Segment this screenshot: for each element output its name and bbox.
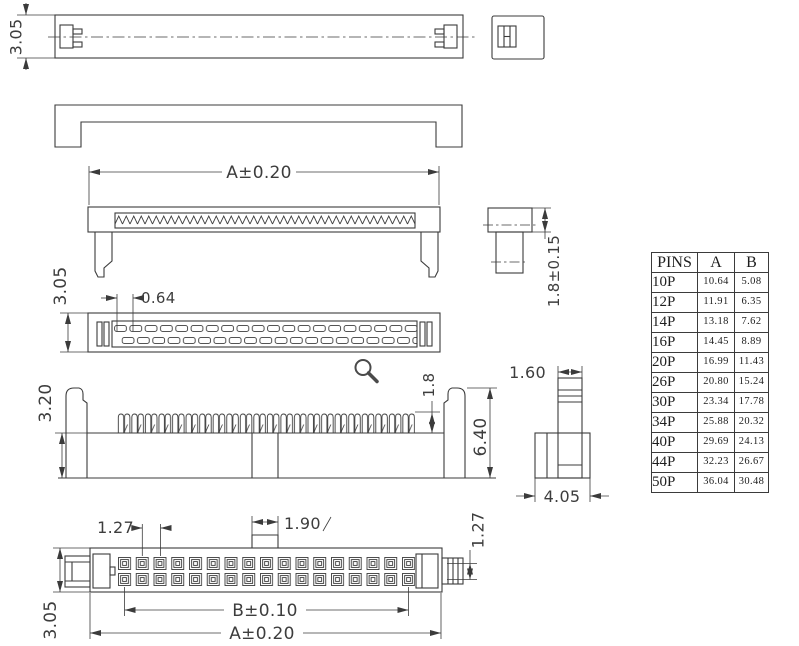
strain-relief-end-view: 1.60 4.05	[509, 363, 609, 506]
dim-bottom-width: A±0.20	[229, 624, 295, 644]
b-cell: 6.35	[734, 292, 769, 313]
dim-top-width: A±0.20	[226, 163, 292, 183]
table-row: 20P 16.99 11.43	[651, 352, 769, 373]
left-leg	[94, 232, 113, 278]
b-cell: 20.32	[734, 412, 769, 433]
col-pins: PINS	[651, 252, 698, 273]
col-a: A	[697, 252, 735, 273]
pins-cell: 14P	[651, 312, 698, 333]
a-cell: 29.69	[697, 432, 735, 453]
table-row: 50P 36.04 30.48	[651, 472, 769, 493]
b-cell: 24.13	[734, 432, 769, 453]
pin-table-header: PINS A B	[651, 252, 769, 273]
dim-clamp-slot: 1.8±0.15	[545, 235, 563, 307]
a-cell: 13.18	[697, 312, 735, 333]
pins-cell: 16P	[651, 332, 698, 353]
table-row: 10P 10.64 5.08	[651, 272, 769, 293]
pin-row-2	[118, 573, 415, 586]
pin-row-1	[118, 557, 415, 570]
connector-face-view: 3.05 0.64	[51, 266, 441, 353]
left-latch	[65, 387, 88, 478]
cable-assembly-end-view	[491, 15, 545, 60]
b-cell: 30.48	[734, 472, 769, 493]
b-cell: 15.24	[734, 372, 769, 393]
pins-cell: 10P	[651, 272, 698, 293]
dim-key-width: 1.90	[284, 514, 321, 533]
dim-row-pitch: 1.27	[469, 512, 488, 549]
table-row: 30P 23.34 17.78	[651, 392, 769, 413]
cable-clamp-side-view: 1.8±0.15	[483, 207, 563, 307]
contact-slot-row-1	[114, 325, 417, 332]
pins-cell: 40P	[651, 432, 698, 453]
a-cell: 23.34	[697, 392, 735, 413]
table-row: 14P 13.18 7.62	[651, 312, 769, 333]
pins-cell: 50P	[651, 472, 698, 493]
b-cell: 5.08	[734, 272, 769, 293]
b-cell: 11.43	[734, 352, 769, 373]
pins-cell: 44P	[651, 452, 698, 473]
col-b: B	[734, 252, 769, 273]
a-cell: 14.45	[697, 332, 735, 353]
table-row: 16P 14.45 8.89	[651, 332, 769, 353]
dim-cover-thickness: 3.20	[36, 383, 56, 422]
left-board-lock	[64, 555, 91, 588]
top-key-bump	[251, 534, 279, 548]
b-cell: 17.78	[734, 392, 769, 413]
connector-bottom-view: 1.27 1.90 1.27 B±0.10 A±0.20 3.05	[41, 512, 488, 644]
pins-cell: 30P	[651, 392, 698, 413]
pins-cell: 34P	[651, 412, 698, 433]
table-row: 44P 32.23 26.67	[651, 452, 769, 473]
table-row: 26P 20.80 15.24	[651, 372, 769, 393]
idc-contact-row	[117, 412, 415, 433]
contact-slot-row-2	[121, 337, 417, 344]
dim-contact-height: 1.8	[420, 373, 438, 398]
pin-table: PINS A B 10P 10.64 5.08 12P 11.91 6.35 1…	[651, 252, 769, 493]
pins-cell: 26P	[651, 372, 698, 393]
a-cell: 20.80	[697, 372, 735, 393]
dim-total-height: 6.40	[471, 417, 491, 456]
pins-cell: 20P	[651, 352, 698, 373]
dim-cable-height: 3.05	[7, 19, 26, 56]
dim-pin-pitch: 1.27	[97, 518, 134, 537]
dim-contact-slot: 0.64	[141, 289, 176, 307]
a-cell: 16.99	[697, 352, 735, 373]
a-cell: 36.04	[697, 472, 735, 493]
connector-front-view: A±0.20	[87, 163, 441, 278]
table-row: 12P 11.91 6.35	[651, 292, 769, 313]
b-cell: 8.89	[734, 332, 769, 353]
right-latch	[443, 387, 466, 478]
dim-pin-span: B±0.10	[232, 601, 298, 621]
a-cell: 11.91	[697, 292, 735, 313]
table-row: 34P 25.88 20.32	[651, 412, 769, 433]
b-cell: 26.67	[734, 452, 769, 473]
dim-base-height: 3.05	[41, 600, 61, 639]
dim-clamp-base-width: 4.05	[544, 487, 581, 506]
b-cell: 7.62	[734, 312, 769, 333]
a-cell: 25.88	[697, 412, 735, 433]
cable-assembly-side-view: 3.05	[7, 3, 478, 70]
connector-section-view: 3.20 1.8 6.40	[36, 373, 497, 479]
right-leg	[420, 232, 439, 278]
dim-clamp-width: 1.60	[509, 363, 546, 382]
table-row: 40P 29.69 24.13	[651, 432, 769, 453]
dim-face-height: 3.05	[51, 266, 71, 305]
strain-relief-top-view	[54, 104, 463, 148]
a-cell: 32.23	[697, 452, 735, 473]
magnifier-icon[interactable]	[354, 359, 379, 384]
serration-strip	[115, 213, 415, 228]
a-cell: 10.64	[697, 272, 735, 293]
pins-cell: 12P	[651, 292, 698, 313]
